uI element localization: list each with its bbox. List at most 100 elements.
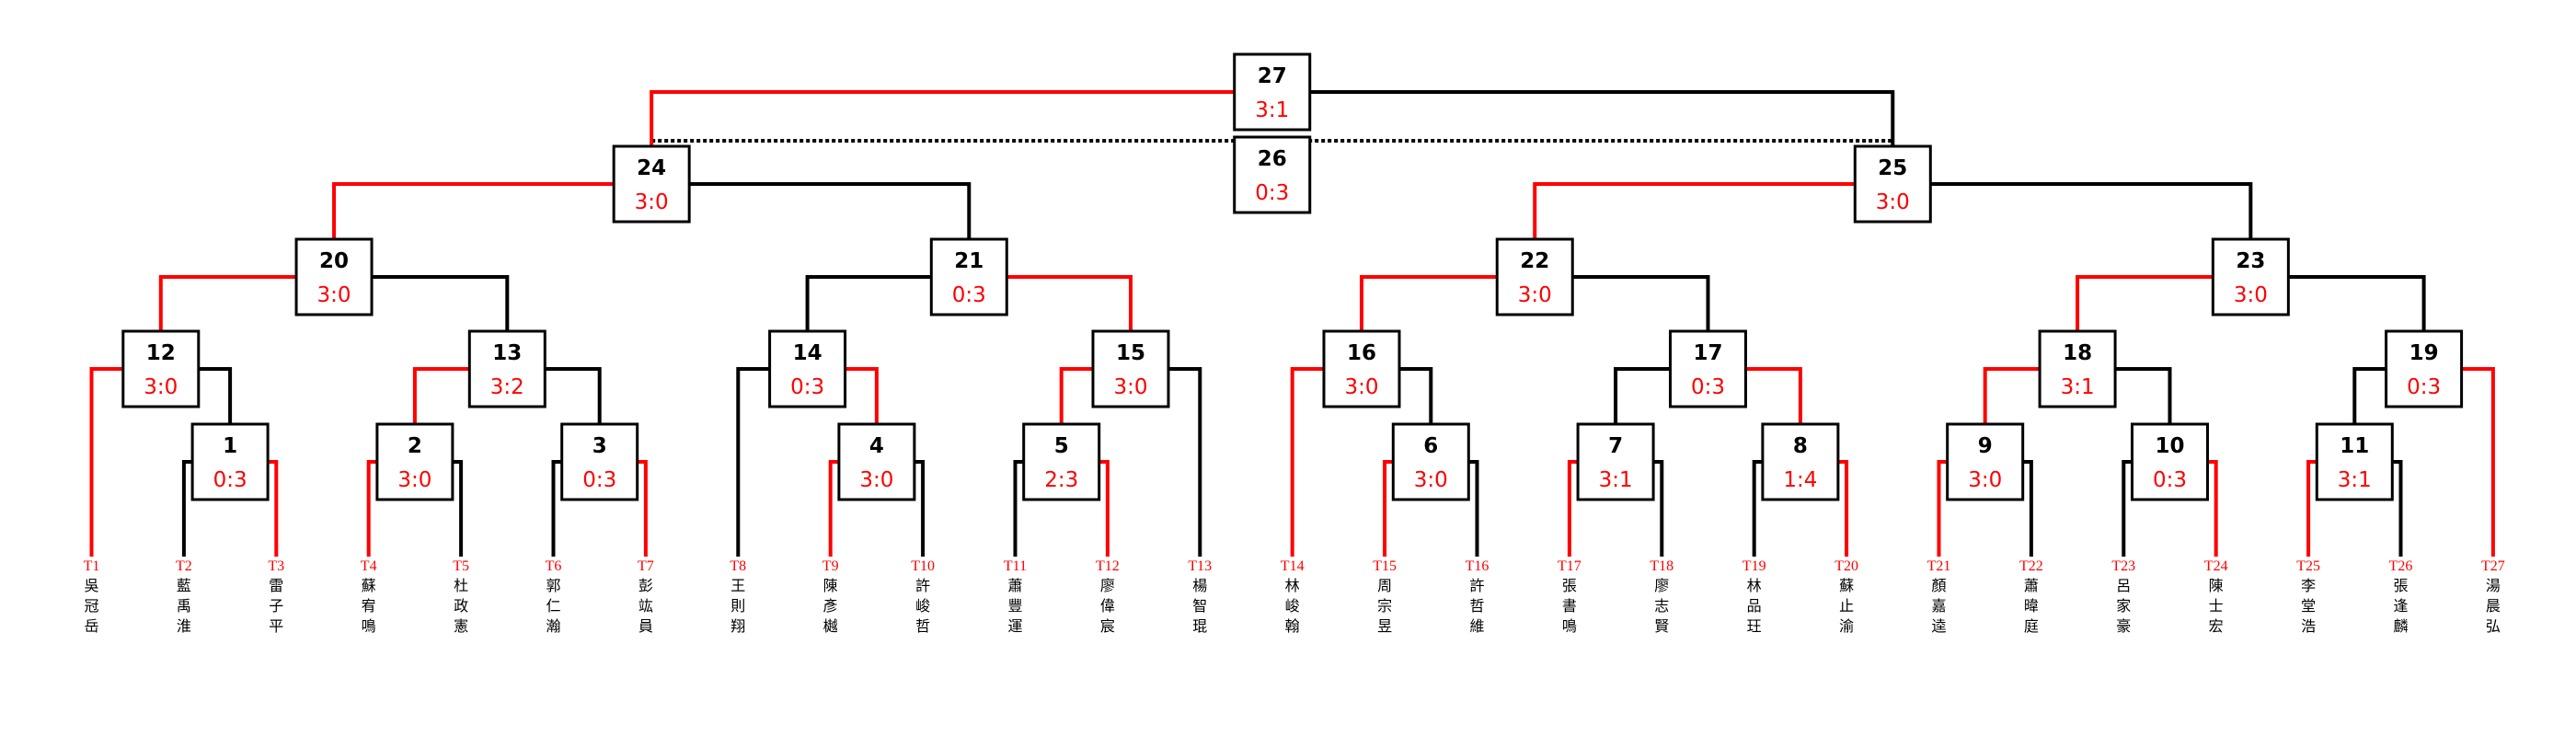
team-seed-label: T8 xyxy=(730,558,747,574)
match-number: 21 xyxy=(954,249,983,273)
match-box-frame xyxy=(1946,422,2025,501)
match-number: 27 xyxy=(1258,64,1287,88)
team-seed-label: T9 xyxy=(822,558,839,574)
match-box-3: 30:3 xyxy=(560,422,639,501)
team-seed-label: T21 xyxy=(1926,558,1951,574)
match-box-frame xyxy=(375,422,454,501)
match-number: 2 xyxy=(408,434,422,458)
team-player-name: 顏嘉逵 xyxy=(1931,577,1947,635)
connector-22-left xyxy=(1360,275,1498,331)
match-box-frame xyxy=(1233,52,1312,132)
match-box-21: 210:3 xyxy=(929,237,1008,316)
match-number: 17 xyxy=(1693,341,1722,365)
match-number: 26 xyxy=(1258,147,1287,171)
team-player-name: 王則翔 xyxy=(730,577,746,635)
match-box-16: 163:0 xyxy=(1322,329,1401,408)
team-seed-label: T12 xyxy=(1096,558,1120,574)
match-number: 3 xyxy=(592,434,607,458)
match-score: 0:3 xyxy=(2153,468,2187,492)
team-seed-label: T27 xyxy=(2481,558,2505,574)
team-seed-label: T10 xyxy=(911,558,935,574)
match-number: 4 xyxy=(869,434,884,458)
team-player-name: 楊智琨 xyxy=(1192,577,1208,635)
match-box-8: 81:4 xyxy=(1761,422,1840,501)
match-box-19: 190:3 xyxy=(2385,329,2464,408)
team-player-name: 李堂浩 xyxy=(2301,577,2317,635)
match-box-frame xyxy=(2211,237,2290,316)
match-number: 6 xyxy=(1423,434,1438,458)
match-number: 16 xyxy=(1347,341,1376,365)
match-box-frame xyxy=(1853,144,1932,224)
connector-12-left xyxy=(89,367,123,557)
connector-22-right xyxy=(1572,275,1710,331)
team-seed-label: T4 xyxy=(360,558,377,574)
match-score: 0:3 xyxy=(790,375,824,399)
match-number: 9 xyxy=(1978,434,1993,458)
match-box-13: 133:2 xyxy=(467,329,546,408)
match-box-frame xyxy=(768,329,847,408)
match-box-9: 93:0 xyxy=(1946,422,2025,501)
connector-1-right xyxy=(268,460,279,557)
connector-5-right xyxy=(1098,460,1110,557)
match-box-18: 183:1 xyxy=(2038,329,2117,408)
team-seed-label: T1 xyxy=(83,558,100,574)
match-score: 0:3 xyxy=(2407,375,2441,399)
team-seed-label: T17 xyxy=(1558,558,1581,574)
team-seed-label: T15 xyxy=(1373,558,1397,574)
match-number: 23 xyxy=(2236,249,2265,273)
connector-5-left xyxy=(1013,460,1024,557)
team-seed-label: T22 xyxy=(2019,558,2043,574)
connector-25-right xyxy=(1930,182,2253,239)
match-number: 5 xyxy=(1054,434,1069,458)
connector-11-left xyxy=(2306,460,2317,557)
connector-10-right xyxy=(2207,460,2218,557)
match-box-frame xyxy=(1576,422,1655,501)
connector-24-right xyxy=(689,182,972,239)
match-score: 0:3 xyxy=(1255,181,1289,205)
match-box-frame xyxy=(1495,237,1574,316)
team-player-name: 蘇宥鳴 xyxy=(361,577,376,635)
match-number: 14 xyxy=(793,341,822,365)
match-number: 15 xyxy=(1116,341,1145,365)
match-score: 3:0 xyxy=(859,468,893,492)
match-score: 3:0 xyxy=(1344,375,1378,399)
match-box-23: 233:0 xyxy=(2211,237,2290,316)
match-box-frame xyxy=(190,422,270,501)
team-seed-label: T14 xyxy=(1280,558,1305,574)
match-score: 2:3 xyxy=(1044,468,1078,492)
match-box-frame xyxy=(294,237,374,316)
connector-25-left xyxy=(1533,182,1856,239)
match-box-14: 140:3 xyxy=(768,329,847,408)
match-box-1: 10:3 xyxy=(190,422,270,501)
match-score: 0:3 xyxy=(952,283,986,307)
match-box-frame xyxy=(1322,329,1401,408)
match-box-5: 52:3 xyxy=(1022,422,1101,501)
connector-13-left xyxy=(412,367,470,424)
team-player-name: 吳冠岳 xyxy=(84,577,99,635)
match-score: 3:2 xyxy=(490,375,524,399)
match-score: 3:1 xyxy=(2061,375,2095,399)
match-box-frame xyxy=(612,144,691,224)
match-box-27: 273:1 xyxy=(1233,52,1312,132)
connector-14-left xyxy=(736,367,770,557)
match-box-frame xyxy=(467,329,546,408)
connector-23-right xyxy=(2288,275,2426,331)
connector-27-left xyxy=(650,90,1235,146)
team-seed-label: T16 xyxy=(1465,558,1489,574)
team-seed-label: T2 xyxy=(176,558,192,574)
match-score: 3:0 xyxy=(635,190,669,214)
team-player-name: 周宗昱 xyxy=(1377,577,1393,635)
connector-3-right xyxy=(637,460,648,557)
team-seed-label: T24 xyxy=(2203,558,2228,574)
connector-1-left xyxy=(181,460,193,557)
match-number: 8 xyxy=(1793,434,1808,458)
match-number: 10 xyxy=(2155,434,2184,458)
team-seed-label: T26 xyxy=(2388,558,2413,574)
match-score: 3:0 xyxy=(1414,468,1448,492)
team-player-name: 蕭豐運 xyxy=(1007,577,1023,635)
team-player-name: 蘇止渝 xyxy=(1839,577,1855,635)
connector-24-left xyxy=(332,182,615,239)
match-score: 1:4 xyxy=(1783,468,1817,492)
match-boxes: 10:323:030:343:052:363:073:181:493:0100:… xyxy=(121,52,2464,501)
